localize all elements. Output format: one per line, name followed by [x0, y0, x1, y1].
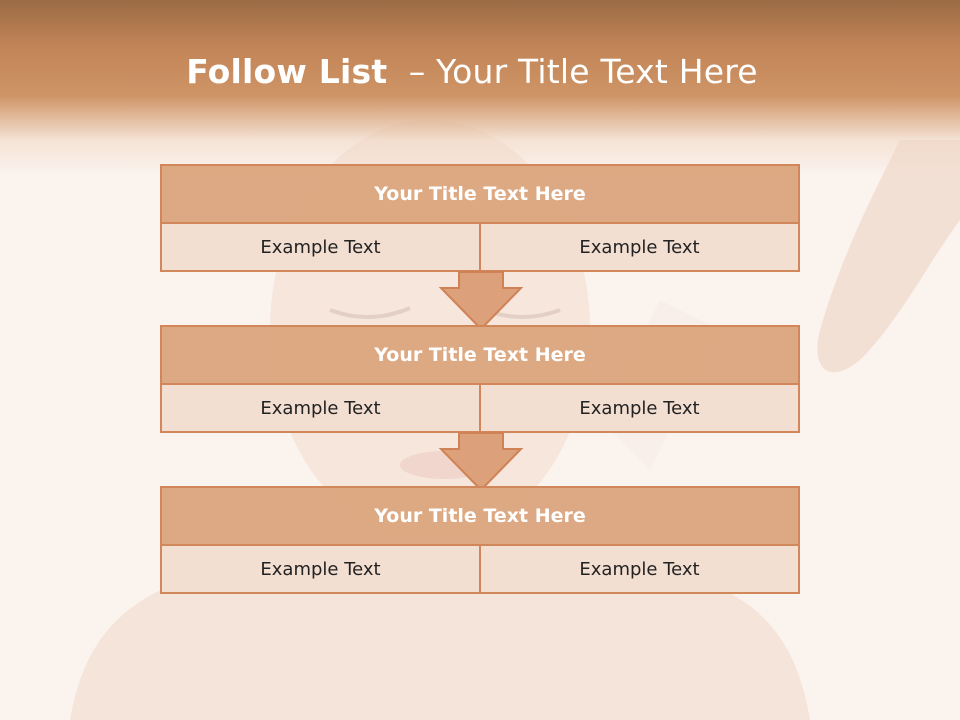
block-cell-left: Example Text [162, 385, 479, 431]
down-arrow-icon [438, 271, 524, 331]
block-header: Your Title Text Here [162, 327, 798, 385]
block-cell-left: Example Text [162, 224, 479, 270]
block-row: Example Text Example Text [162, 224, 798, 270]
title-rest: – Your Title Text Here [387, 52, 758, 91]
list-block-3: Your Title Text Here Example Text Exampl… [160, 486, 800, 594]
block-cell-right: Example Text [479, 385, 798, 431]
list-block-2: Your Title Text Here Example Text Exampl… [160, 325, 800, 433]
down-arrow-icon [438, 432, 524, 492]
block-header: Your Title Text Here [162, 488, 798, 546]
slide-title: Follow List – Your Title Text Here [0, 52, 944, 91]
block-cell-right: Example Text [479, 546, 798, 592]
block-cell-left: Example Text [162, 546, 479, 592]
block-row: Example Text Example Text [162, 546, 798, 592]
header-band [0, 0, 960, 175]
block-row: Example Text Example Text [162, 385, 798, 431]
block-header: Your Title Text Here [162, 166, 798, 224]
title-bold: Follow List [186, 52, 388, 91]
list-block-1: Your Title Text Here Example Text Exampl… [160, 164, 800, 272]
block-cell-right: Example Text [479, 224, 798, 270]
